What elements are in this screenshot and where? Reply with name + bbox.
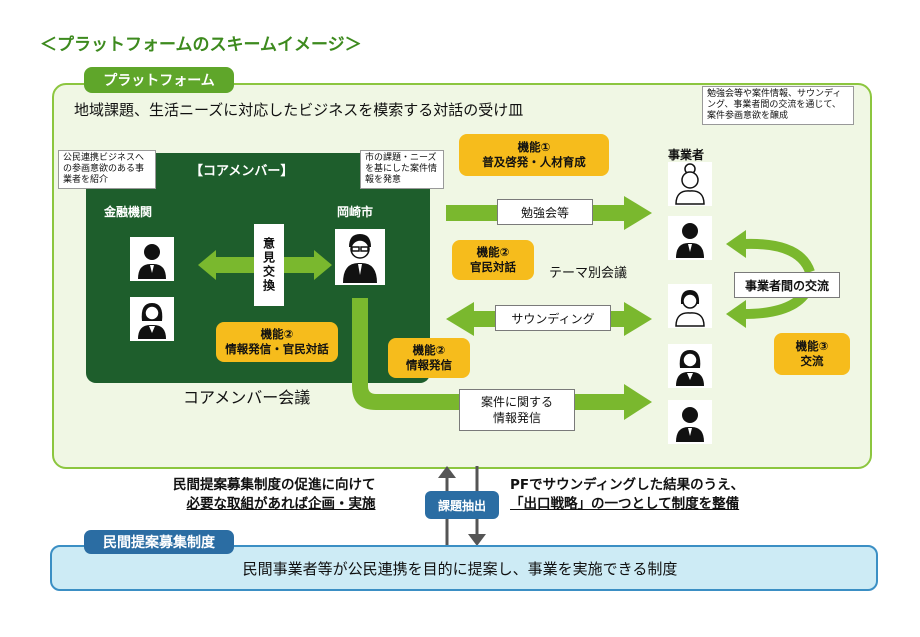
right-note-line1: PFでサウンディングした結果のうえ、 (510, 477, 745, 493)
function3-title: 機能③ (795, 339, 829, 353)
theme-meeting-label: テーマ別会議 (549, 266, 628, 281)
finance-woman-icon (130, 297, 174, 341)
study-session-label: 勉強会等 (497, 199, 593, 225)
function1-title: 機能① (517, 140, 551, 154)
core-function2-title: 機能② (260, 327, 294, 341)
left-note: 民間提案募集制度の促進に向けて 必要な取組があれば企画・実施 (173, 476, 376, 514)
right-note-line2: 「出口戦略」の一つとして制度を整備 (510, 496, 740, 512)
sounding-label: サウンディング (495, 305, 611, 331)
core-function2-badge: 機能② 情報発信・官民対話 (216, 322, 338, 362)
platform-description: 地域課題、生活ニーズに対応したビジネスを模索する対話の受け皿 (74, 101, 524, 119)
city-official-icon (335, 229, 385, 285)
function2-info-body: 情報発信 (406, 358, 452, 372)
case-info-line2: 情報発信 (492, 411, 541, 425)
private-proposal-system-tab: 民間提案募集制度 (84, 530, 234, 554)
core-meeting-label: コアメンバー会議 (183, 388, 311, 407)
case-info-line1: 案件に関する (480, 395, 553, 409)
function2-dialogue-badge: 機能② 官民対話 (452, 240, 534, 280)
issue-extraction-badge: 課題抽出 (425, 491, 499, 519)
function3-badge: 機能③ 交流 (774, 333, 850, 375)
right-note: PFでサウンディングした結果のうえ、 「出口戦略」の一つとして制度を整備 (510, 476, 744, 514)
function2-info-title: 機能② (412, 343, 446, 357)
left-note-line1: 民間提案募集制度の促進に向けて (173, 477, 376, 493)
left-note-line2: 必要な取組があれば企画・実施 (186, 496, 376, 512)
function2-dialogue-title: 機能② (476, 245, 510, 259)
businesses-label: 事業者 (668, 148, 705, 162)
opinion-exchange-box: 意見交換 (254, 224, 284, 306)
function1-body: 普及啓発・人材育成 (482, 155, 586, 169)
function2-dialogue-body: 官民対話 (470, 260, 516, 274)
finance-callout: 公民連携ビジネスへの参画意欲のある事業者を紹介 (58, 150, 156, 189)
core-member-title: 【コアメンバー】 (190, 164, 294, 179)
okazaki-city-label: 岡崎市 (337, 205, 374, 219)
businesses-callout: 勉強会等や案件情報、サウンディング、事業者間の交流を通じて、案件参画意欲を醸成 (702, 86, 854, 125)
page-title: ＜プラットフォームのスキームイメージ＞ (40, 35, 362, 55)
platform-tab: プラットフォーム (84, 67, 234, 93)
elderly-person-icon (668, 162, 712, 206)
case-info-label: 案件に関する 情報発信 (459, 389, 575, 431)
business-man2-icon (668, 400, 712, 444)
city-callout: 市の課題・ニーズを基にした案件情報を発意 (360, 150, 444, 189)
function3-body: 交流 (800, 354, 824, 368)
finance-man-icon (130, 237, 174, 281)
business-man1-icon (668, 216, 712, 260)
finance-institution-label: 金融機関 (104, 205, 153, 219)
core-function2-body: 情報発信・官民対話 (225, 342, 329, 356)
business-exchange-label: 事業者間の交流 (734, 272, 840, 298)
function2-info-badge: 機能② 情報発信 (388, 338, 470, 378)
business-woman1-icon (668, 284, 712, 328)
function1-badge: 機能① 普及啓発・人材育成 (459, 134, 609, 176)
business-woman2-icon (668, 344, 712, 388)
private-proposal-system-description: 民間事業者等が公民連携を目的に提案し、事業を実施できる制度 (242, 560, 678, 578)
